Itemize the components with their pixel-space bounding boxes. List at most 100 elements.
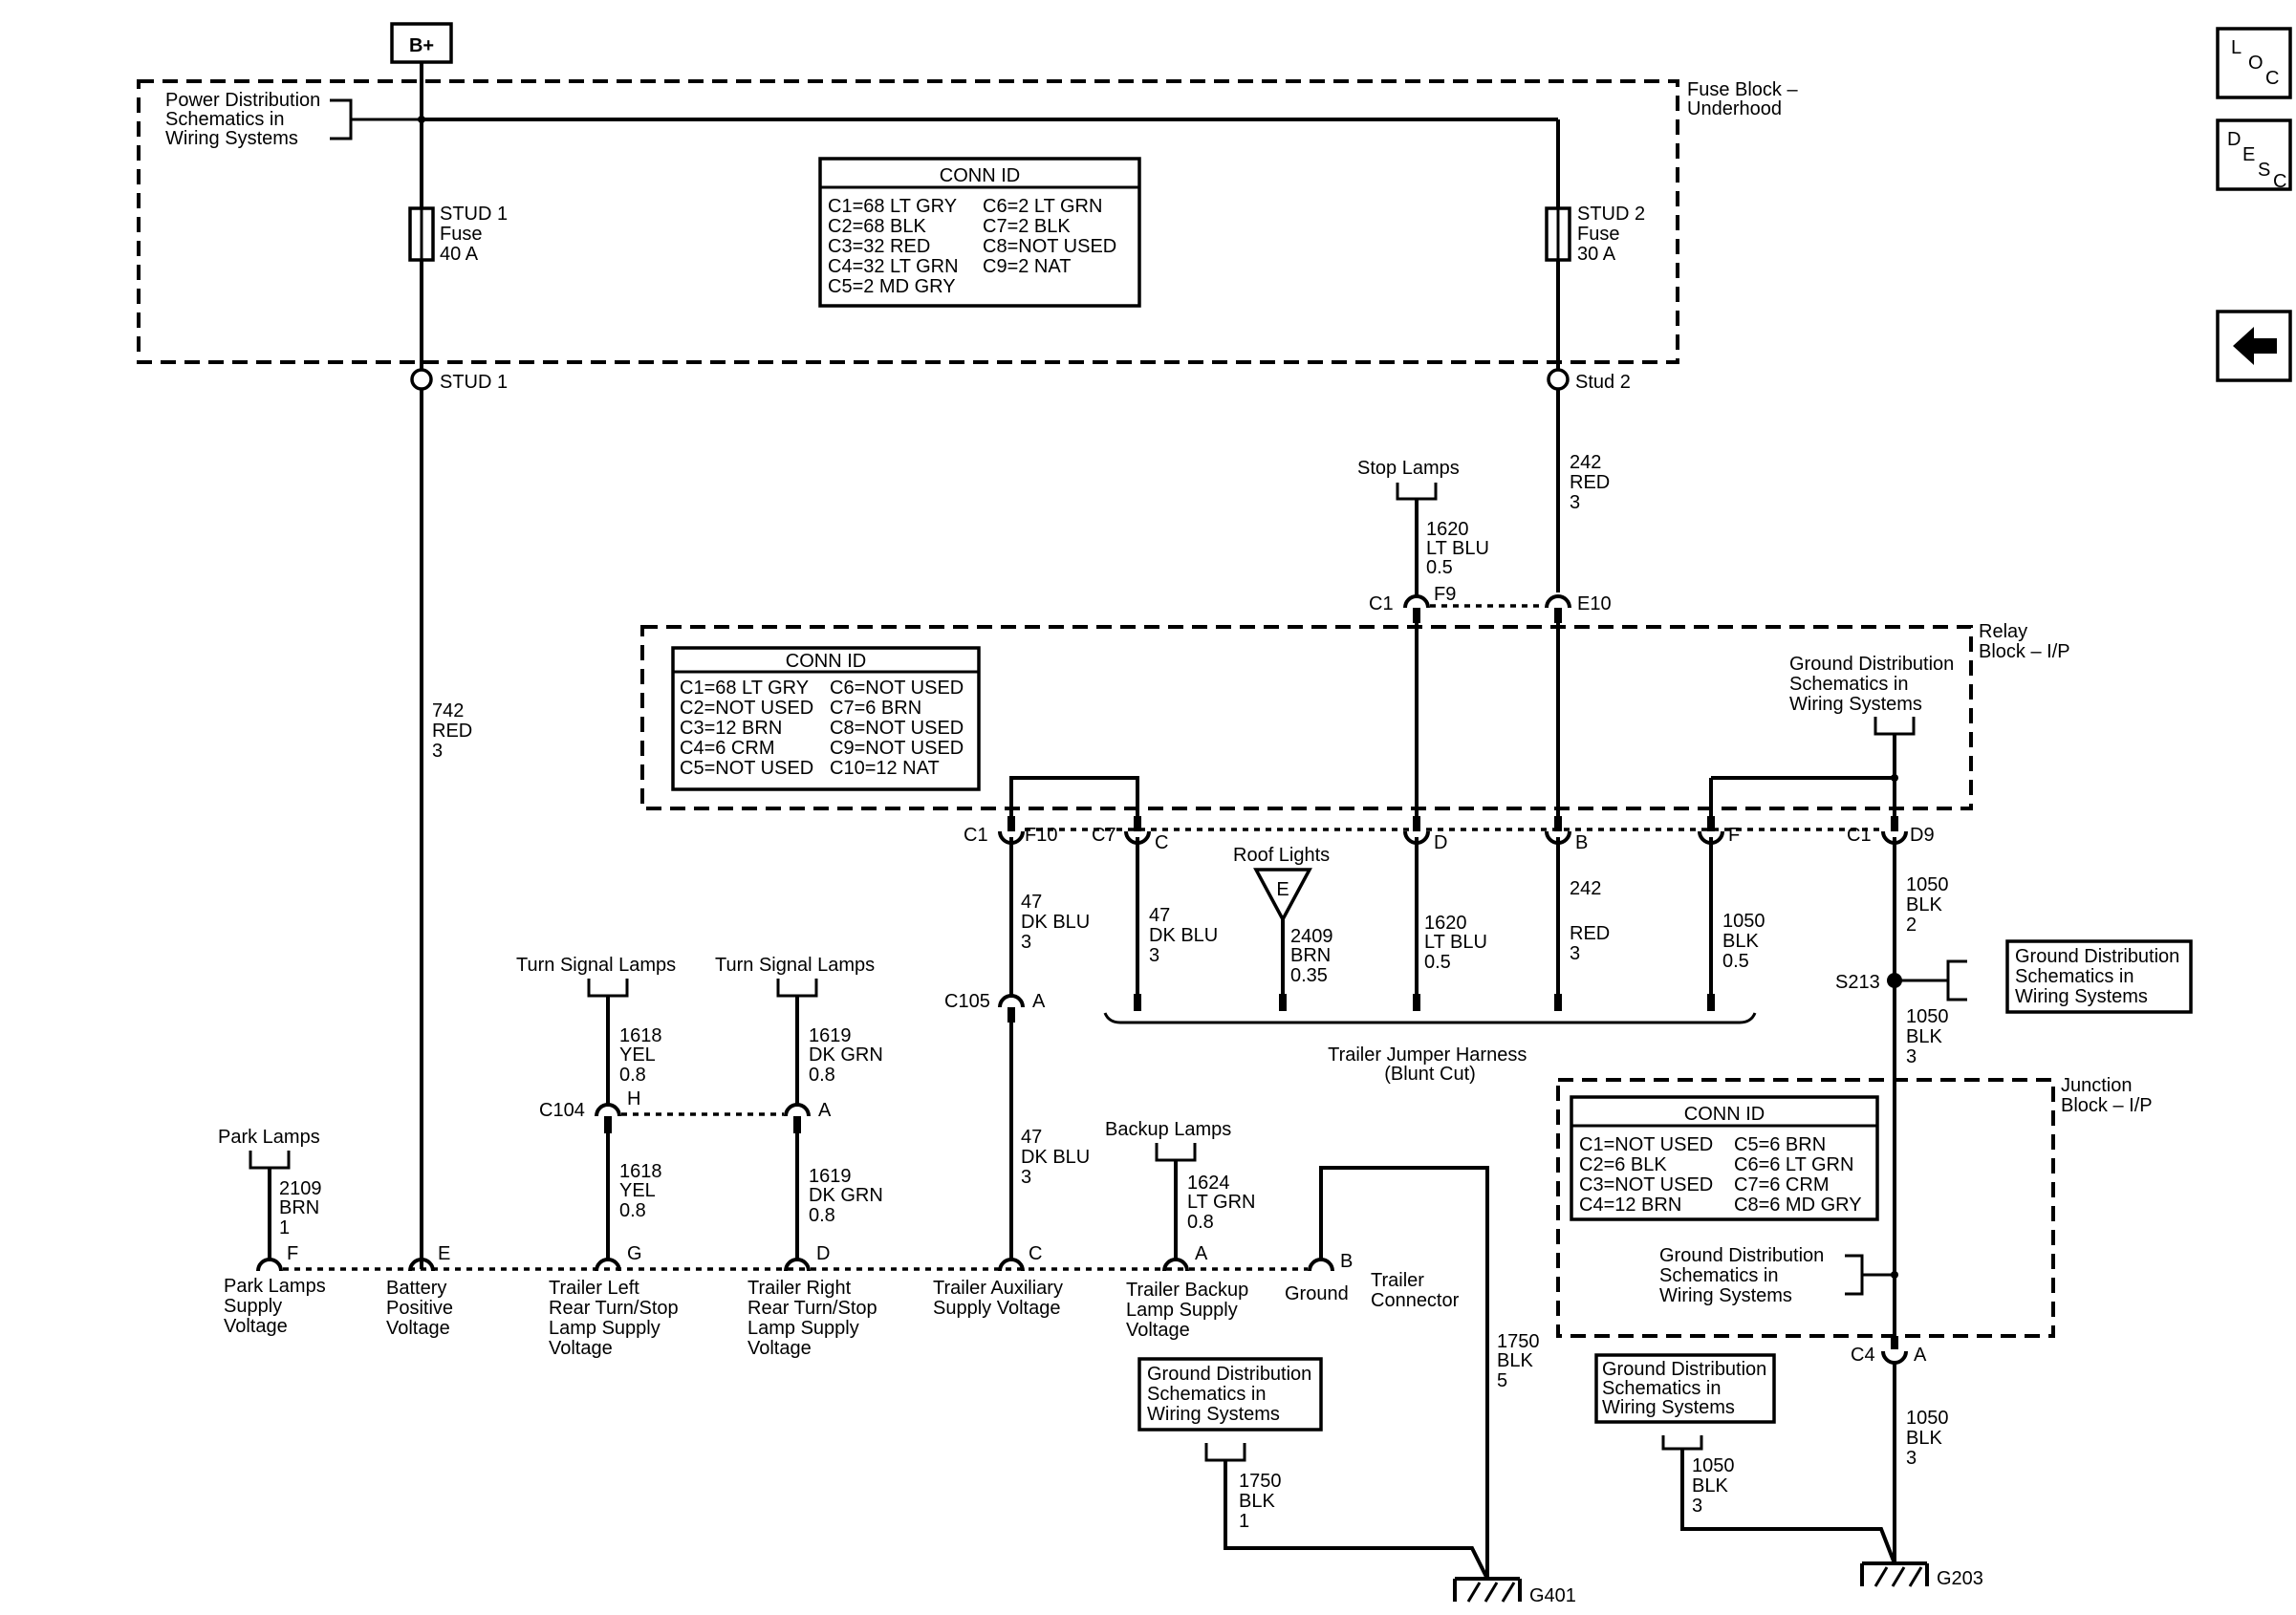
stud1-label: STUD 1 xyxy=(440,372,508,393)
roof-lights-symbol xyxy=(1253,868,1312,923)
stop-lamps-label: Stop Lamps xyxy=(1357,458,1460,479)
svg-text:Ground Distribution Schema: Ground Distribution Schematics in Wiring… xyxy=(2015,946,2185,1007)
park-lamps-label: Park Lamps xyxy=(218,1127,320,1148)
svg-text:CONN ID: CONN ID xyxy=(786,651,866,672)
fuse-block-title: Fuse Block – Underhood xyxy=(1687,79,1803,119)
f9-label: F9 xyxy=(1434,584,1456,605)
stud2-label: Stud 2 xyxy=(1575,372,1631,393)
loc-button[interactable]: L O C xyxy=(2216,27,2292,99)
f-pin-label: F xyxy=(1728,825,1740,846)
svg-text:L: L xyxy=(2231,37,2242,58)
stud2-terminal xyxy=(1547,368,1570,391)
trailer-pin-c: C xyxy=(1029,1243,1042,1264)
stud1-terminal xyxy=(410,368,433,391)
wire-2409-label: 2409 BRN 0.35 xyxy=(1290,926,1338,986)
svg-text:O: O xyxy=(2248,53,2264,74)
c104-pin-a: A xyxy=(818,1100,832,1121)
trailer-pin-a: A xyxy=(1195,1243,1208,1264)
c105-pin-a: A xyxy=(1032,991,1046,1012)
relay-conn-id-col1: C1=68 LT GRY C2=NOT USED C3=12 BRN C4=6 … xyxy=(680,678,819,779)
c1-d9-c1: C1 xyxy=(1847,825,1872,846)
turn-signal-right-label: Turn Signal Lamps xyxy=(715,955,875,976)
wire-1050-g203-label: 1050 BLK 3 xyxy=(1692,1455,1740,1517)
wire-1050-c4-label: 1050 BLK 3 xyxy=(1906,1408,1954,1469)
pin-left-function: Trailer Left Rear Turn/Stop Lamp Supply … xyxy=(549,1278,683,1359)
wire-742-label: 742 RED 3 xyxy=(432,700,478,762)
d-pin-label: D xyxy=(1434,832,1447,853)
pin-right-function: Trailer Right Rear Turn/Stop Lamp Supply… xyxy=(747,1278,882,1359)
e10-label: E10 xyxy=(1577,593,1612,614)
fuse-conn-id-col2: C6=2 LT GRN C7=2 BLK C8=NOT USED C9=2 NA… xyxy=(983,196,1122,277)
c104-label: C104 xyxy=(539,1100,585,1121)
wire-1050-s213-label: 1050 BLK 3 xyxy=(1906,1006,1954,1067)
ground-ref-g203 xyxy=(1594,1353,1776,1424)
left-arrow-icon xyxy=(2233,327,2277,365)
jumper-harness-bracket xyxy=(1103,1012,1757,1024)
trailer-connector xyxy=(256,1258,1334,1272)
g401-ground-symbol xyxy=(1453,1577,1522,1603)
wire-1624-label: 1624 LT GRN 0.8 xyxy=(1187,1173,1261,1233)
pin-ground-function: Ground xyxy=(1285,1283,1349,1304)
junction-conn-id-col1: C1=NOT USED C2=6 BLK C3=NOT USED C4=12 B… xyxy=(1579,1134,1719,1216)
pin-park-function: Park Lamps Supply Voltage xyxy=(224,1276,331,1337)
trailer-connector-label: Trailer Connector xyxy=(1371,1270,1460,1311)
trailer-pin-d: D xyxy=(816,1243,830,1264)
g203-label: G203 xyxy=(1937,1568,1983,1589)
wire-1618-top-label: 1618 YEL 0.8 xyxy=(619,1025,667,1086)
stud2-fuse-label: STUD 2 Fuse 30 A xyxy=(1577,204,1651,265)
power-distribution-ref: Power Distribution Schematics in Wiring … xyxy=(165,90,326,149)
pin-aux-function: Trailer Auxiliary Supply Voltage xyxy=(933,1278,1069,1319)
pin-backup-function: Trailer Backup Lamp Supply Voltage xyxy=(1126,1280,1254,1341)
wire-47-c-label: 47 DK BLU 3 xyxy=(1021,1127,1095,1188)
svg-text:C: C xyxy=(2273,171,2286,192)
trailer-pin-b: B xyxy=(1340,1251,1353,1272)
wire-1619-bot-label: 1619 DK GRN 0.8 xyxy=(809,1166,888,1226)
fuse-conn-id-col1: C1=68 LT GRY C2=68 BLK C3=32 RED C4=32 L… xyxy=(828,196,964,297)
c1-f10-f10: F10 xyxy=(1025,825,1057,846)
wire-2109-label: 2109 BRN 1 xyxy=(279,1178,327,1238)
svg-text:Ground Distribution Schema: Ground Distribution Schematics in Wiring… xyxy=(1147,1364,1317,1425)
backup-lamps-label: Backup Lamps xyxy=(1105,1119,1231,1140)
wire-47-a-label: 47 DK BLU 3 xyxy=(1021,892,1095,953)
c1-d9-d9: D9 xyxy=(1910,825,1935,846)
g203-ground-symbol xyxy=(1860,1561,1929,1587)
wire-1750-gd-label: 1750 BLK 1 xyxy=(1239,1471,1287,1532)
c4-label: C4 xyxy=(1851,1345,1875,1366)
desc-button[interactable]: D E S C xyxy=(2216,118,2292,192)
c1-label-relay-top: C1 xyxy=(1369,593,1394,614)
c105-label: C105 xyxy=(944,991,990,1012)
svg-text:E: E xyxy=(2242,144,2255,165)
c4-pin-a: A xyxy=(1914,1345,1927,1366)
junction-ground-ref: Ground Distribution Schematics in Wiring… xyxy=(1659,1245,1830,1306)
svg-text:CONN ID: CONN ID xyxy=(1684,1104,1765,1125)
wire-242-bot-label: 242 RED 3 xyxy=(1570,878,1615,964)
svg-text:CONN ID: CONN ID xyxy=(940,165,1020,186)
back-button[interactable] xyxy=(2216,310,2292,382)
c7-label: C7 xyxy=(1092,825,1116,846)
svg-text:S: S xyxy=(2258,160,2270,181)
c1-f10-c1: C1 xyxy=(964,825,988,846)
pin-battery-function: Battery Positive Voltage xyxy=(386,1278,459,1339)
roof-lights-label: Roof Lights xyxy=(1233,845,1330,866)
battery-label: B+ xyxy=(409,35,434,56)
g401-label: G401 xyxy=(1529,1585,1576,1606)
relay-conn-id-col2: C6=NOT USED C7=6 BRN C8=NOT USED C9=NOT … xyxy=(830,678,969,779)
wire-1620-bot-label: 1620 LT BLU 0.5 xyxy=(1424,913,1493,973)
wire-1620-top-label: 1620 LT BLU 0.5 xyxy=(1426,519,1495,578)
svg-text:E: E xyxy=(1276,879,1289,900)
junction-block-title: Junction Block – I/P xyxy=(2061,1075,2153,1116)
wire-1050-d9-label: 1050 BLK 2 xyxy=(1906,874,1954,936)
b-pin-label: B xyxy=(1575,832,1588,853)
wire-1619-top-label: 1619 DK GRN 0.8 xyxy=(809,1025,888,1086)
stud1-fuse-label: STUD 1 Fuse 40 A xyxy=(440,204,513,265)
c104-pin-h: H xyxy=(627,1088,640,1109)
stop-lamps-connector xyxy=(1396,483,1438,501)
svg-text:D: D xyxy=(2227,129,2241,150)
wire-1618-bot-label: 1618 YEL 0.8 xyxy=(619,1161,667,1221)
svg-text:C: C xyxy=(2265,68,2279,89)
junction-block-conn-id xyxy=(1570,1095,1879,1221)
relay-block-title: Relay Block – I/P xyxy=(1979,621,2070,662)
wire-242-top-label: 242 RED 3 xyxy=(1570,452,1615,513)
